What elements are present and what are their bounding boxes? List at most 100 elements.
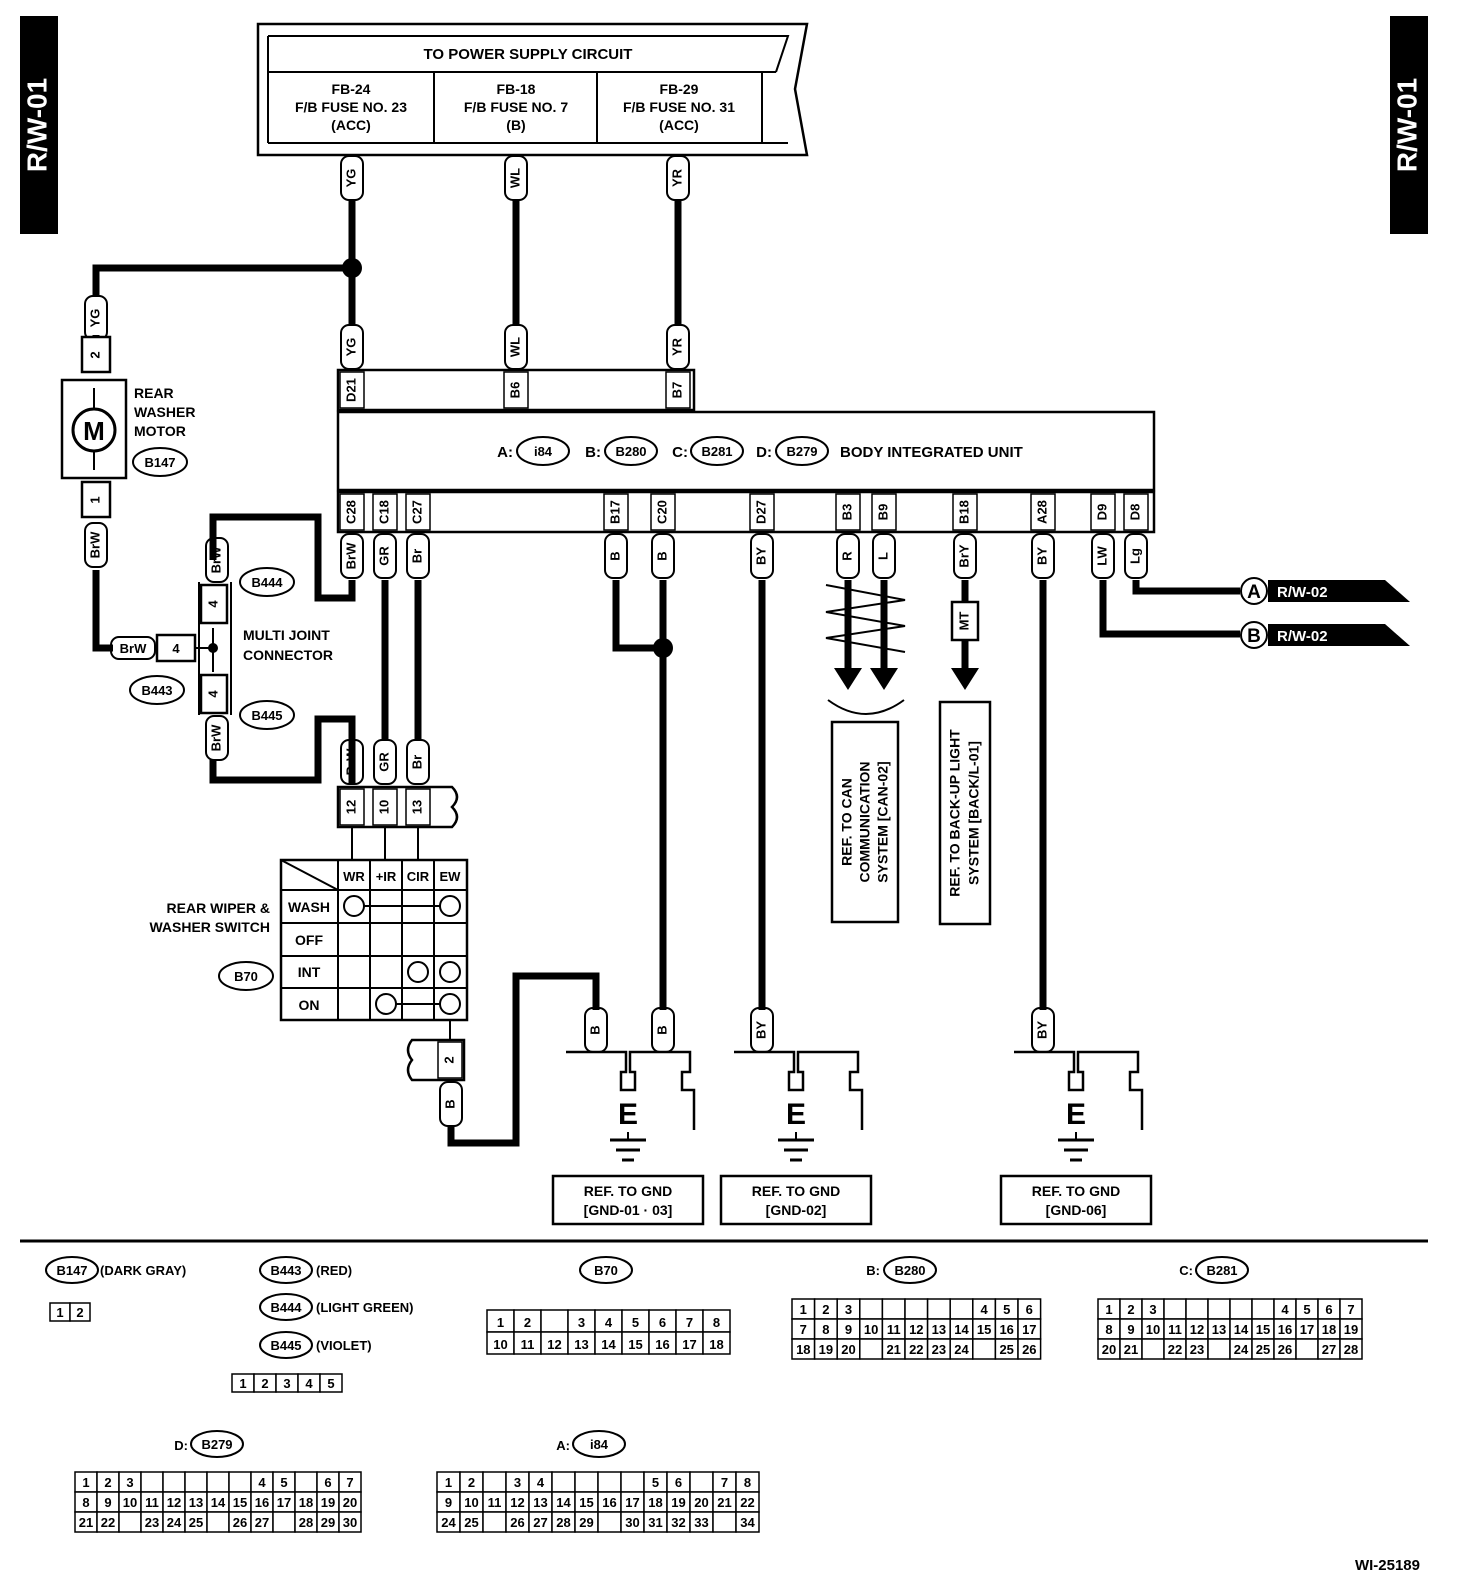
svg-text:4: 4 — [305, 1376, 313, 1391]
wire-tag-fuse: YR — [666, 155, 690, 201]
power-supply-title: TO POWER SUPPLY CIRCUIT — [424, 46, 633, 63]
svg-text:ON: ON — [299, 997, 320, 1013]
pin-cell: 11 — [488, 1495, 502, 1510]
svg-text:OFF: OFF — [295, 932, 323, 948]
svg-text:[GND-02]: [GND-02] — [766, 1202, 827, 1218]
svg-text:F/B FUSE NO. 31: F/B FUSE NO. 31 — [623, 99, 735, 115]
svg-text:YG: YG — [87, 309, 102, 328]
svg-text:(ACC): (ACC) — [659, 117, 699, 133]
svg-text:2: 2 — [76, 1305, 83, 1320]
connector-b444: B444 — [251, 575, 283, 590]
biu-top-connector: D21 B6 B7 — [336, 368, 696, 412]
pin-cell: 27 — [255, 1515, 269, 1530]
pin-cell: 7 — [686, 1315, 693, 1330]
svg-text:B3: B3 — [839, 504, 854, 521]
svg-text:B147: B147 — [56, 1263, 87, 1278]
pin-cell: 12 — [510, 1495, 524, 1510]
legend-b147: B147 (DARK GRAY) 1 2 — [45, 1256, 186, 1322]
pin-cell: 21 — [886, 1342, 900, 1357]
pin-cell: 26 — [510, 1515, 524, 1530]
svg-text:B279: B279 — [201, 1437, 232, 1452]
pin-cell: 1 — [1105, 1302, 1112, 1317]
pin-cell: 24 — [441, 1515, 456, 1530]
pin-cell: 16 — [999, 1322, 1013, 1337]
pin-cell: 25 — [1256, 1342, 1270, 1357]
svg-text:BY: BY — [1034, 547, 1049, 565]
svg-text:B9: B9 — [875, 504, 890, 521]
pin-cell: 5 — [1303, 1302, 1310, 1317]
wire-tag-fuse: YG — [340, 155, 364, 201]
pin-cell: 29 — [579, 1515, 593, 1530]
pin-cell: 8 — [1105, 1322, 1112, 1337]
pin-cell: 17 — [277, 1495, 291, 1510]
pin-cell: 9 — [845, 1322, 852, 1337]
pin-cell: 9 — [104, 1495, 111, 1510]
pin-cell: 1 — [82, 1475, 89, 1490]
svg-text:REF. TO GND: REF. TO GND — [1032, 1183, 1120, 1199]
pin-cell: 2 — [822, 1302, 829, 1317]
svg-text:(VIOLET): (VIOLET) — [316, 1338, 372, 1353]
pin-cell: 3 — [578, 1315, 585, 1330]
pin-cell: 21 — [717, 1495, 731, 1510]
pin-cell: 15 — [628, 1337, 642, 1352]
svg-text:C:: C: — [1179, 1263, 1193, 1278]
rear-wiper-switch: 12 10 13 WR +IR CIR EW WASH OFF INT ON R… — [149, 785, 469, 1082]
pin-cell: 13 — [189, 1495, 203, 1510]
connector-i84: i84 — [534, 444, 553, 459]
svg-text:FB-24: FB-24 — [332, 81, 371, 97]
pin-cell: 2 — [524, 1315, 531, 1330]
svg-text:i84: i84 — [590, 1437, 609, 1452]
pin-cell: 18 — [709, 1337, 723, 1352]
pin-cell: 29 — [321, 1515, 335, 1530]
svg-text:D8: D8 — [1127, 504, 1142, 521]
svg-text:B18: B18 — [956, 500, 971, 524]
svg-text:REF. TO GND: REF. TO GND — [584, 1183, 672, 1199]
pin-cell: 18 — [299, 1495, 313, 1510]
wire-tag-unit: YR — [666, 324, 690, 370]
wire-tag-joint: BrW — [205, 537, 229, 583]
wire-tag-biu: L — [872, 533, 896, 579]
connector-b445: B445 — [251, 708, 282, 723]
pin-c27: C27 — [405, 493, 431, 531]
pin-cell: 20 — [841, 1342, 855, 1357]
svg-text:B281: B281 — [1206, 1263, 1237, 1278]
svg-text:REAR: REAR — [134, 385, 174, 401]
svg-text:F/B FUSE NO. 23: F/B FUSE NO. 23 — [295, 99, 407, 115]
svg-text:E: E — [618, 1098, 638, 1131]
mt-connector: MT — [950, 600, 980, 642]
svg-text:(ACC): (ACC) — [331, 117, 371, 133]
pin-cell: 6 — [1026, 1302, 1033, 1317]
pin-cell: 7 — [1347, 1302, 1354, 1317]
svg-text:13: 13 — [409, 800, 424, 814]
top-wires — [92, 200, 682, 325]
pin-cell: 10 — [864, 1322, 878, 1337]
pin-a28: A28 — [1030, 493, 1056, 531]
fuse-fb18: FB-18F/B FUSE NO. 7(B) — [464, 81, 568, 133]
svg-text:BY: BY — [753, 1021, 768, 1039]
svg-text:FB-29: FB-29 — [660, 81, 699, 97]
svg-text:10: 10 — [376, 800, 391, 814]
pin-cell: 33 — [694, 1515, 708, 1530]
pin-cell: 13 — [533, 1495, 547, 1510]
svg-text:WR: WR — [343, 869, 365, 884]
svg-text:B: B — [654, 551, 669, 560]
pin-cell: 4 — [537, 1475, 545, 1490]
wire-tag-fuse: WL — [504, 155, 528, 201]
ref-backup-box: REF. TO BACK-UP LIGHT SYSTEM [BACK/L-01] — [938, 700, 992, 926]
svg-text:B:: B: — [866, 1263, 880, 1278]
svg-text:SYSTEM [BACK/L-01]: SYSTEM [BACK/L-01] — [966, 741, 982, 885]
svg-text:MT: MT — [956, 612, 971, 631]
pin-cell: 30 — [343, 1515, 357, 1530]
page-tab-right: R/W-01 — [1390, 16, 1428, 234]
pin-cell: 19 — [671, 1495, 685, 1510]
svg-text:COMMUNICATION: COMMUNICATION — [857, 761, 873, 882]
connector-b70: B70 — [234, 969, 258, 984]
pin-c20: C20 — [650, 493, 676, 531]
pin-cell: 3 — [845, 1302, 852, 1317]
wire-tag-biu: B — [651, 533, 675, 579]
pin-cell: 16 — [1278, 1322, 1292, 1337]
